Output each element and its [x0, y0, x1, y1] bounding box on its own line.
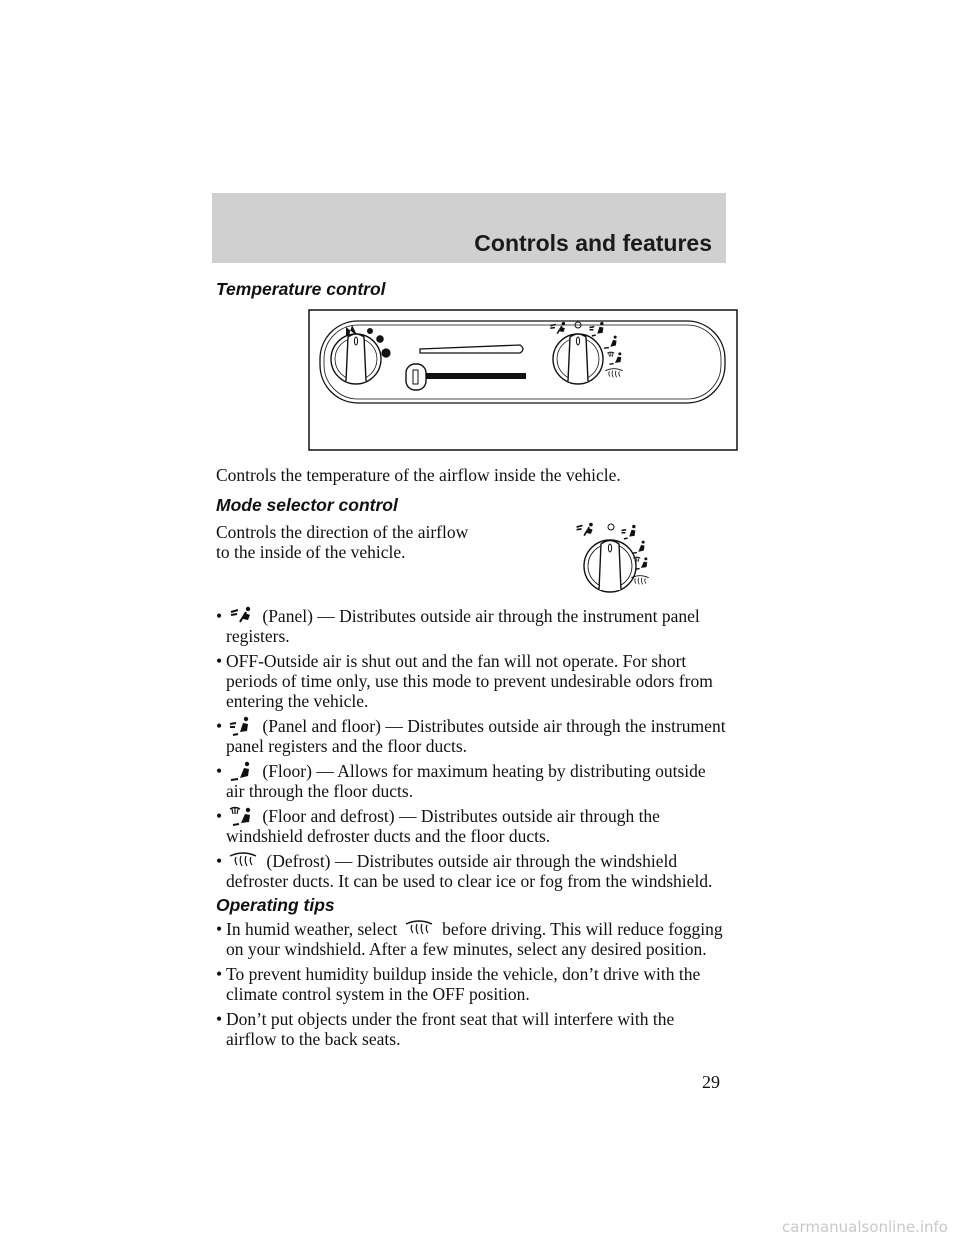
fan-speed-knob[interactable]: [330, 333, 382, 385]
defrost-icon: [228, 851, 258, 871]
climate-panel-illustration: [308, 309, 738, 451]
list-item: (Floor) — Allows for maximum heating by …: [216, 761, 728, 801]
air-slot: [419, 344, 524, 354]
panel-vent-icon: [228, 606, 254, 626]
mode-selector-illustration: [575, 522, 650, 593]
list-item: To prevent humidity buildup inside the v…: [216, 964, 728, 1004]
list-item: (Panel) — Distributes outside air throug…: [216, 606, 728, 646]
mode-list: (Panel) — Distributes outside air throug…: [216, 606, 728, 891]
tips-list: In humid weather, select before driving.…: [216, 919, 728, 1049]
tip-text: In humid weather, select: [226, 919, 398, 939]
tip-text: Don’t put objects under the front seat t…: [226, 1009, 675, 1049]
list-item-text: (Panel and floor) — Distributes outside …: [226, 716, 726, 756]
page-content: Temperature control: [216, 278, 738, 1049]
temperature-heading: Temperature control: [216, 279, 386, 299]
tip-text: before driving. This will reduce fogging…: [226, 919, 723, 959]
list-item: (Floor and defrost) — Distributes outsid…: [216, 806, 728, 846]
list-item: (Panel and floor) — Distributes outside …: [216, 716, 728, 756]
mode-selector-knob[interactable]: [552, 333, 604, 385]
tip-text: To prevent humidity buildup inside the v…: [226, 964, 701, 1004]
mode-selector-heading: Mode selector control: [216, 495, 398, 515]
list-item-text: (Floor and defrost) — Distributes outsid…: [226, 806, 660, 846]
list-item: In humid weather, select before driving.…: [216, 919, 728, 959]
watermark: carmanualsonline.info: [782, 1218, 948, 1236]
fan-speed-dot-high: [381, 348, 391, 358]
temperature-slider[interactable]: [405, 363, 526, 391]
list-item: Don’t put objects under the front seat t…: [216, 1009, 728, 1049]
temperature-description: Controls the temperature of the airflow …: [216, 465, 621, 485]
fan-speed-dot-low: [367, 328, 373, 334]
list-item-text: OFF-Outside air is shut out and the fan …: [226, 651, 713, 711]
off-position-icon: [574, 321, 582, 329]
list-item-text: (Floor) — Allows for maximum heating by …: [226, 761, 706, 801]
list-item: (Defrost) — Distributes outside air thro…: [216, 851, 728, 891]
defrost-icon: [404, 919, 434, 939]
defrost-icon: [630, 575, 650, 585]
list-item-text: (Defrost) — Distributes outside air thro…: [226, 851, 713, 891]
floor-defrost-icon: [228, 806, 254, 826]
floor-vent-icon: [228, 761, 254, 781]
panel-floor-vent-icon: [228, 716, 254, 736]
list-item: OFF-Outside air is shut out and the fan …: [216, 651, 728, 711]
fan-speed-dot-medium: [376, 335, 384, 343]
list-item-text: (Panel) — Distributes outside air throug…: [226, 606, 700, 646]
mode-selector-intro: Controls the direction of the airflow to…: [216, 522, 728, 598]
section-title: Controls and features: [474, 230, 712, 256]
panel-vent-icon: [575, 522, 594, 537]
operating-tips-heading: Operating tips: [216, 895, 335, 915]
off-position-icon: [607, 523, 615, 531]
page-number: 29: [702, 1072, 720, 1092]
panel-floor-vent-icon: [620, 524, 637, 540]
floor-vent-icon: [631, 540, 646, 554]
mode-selector-description: Controls the direction of the airflow to…: [216, 522, 469, 562]
section-header: Controls and features: [212, 193, 726, 263]
